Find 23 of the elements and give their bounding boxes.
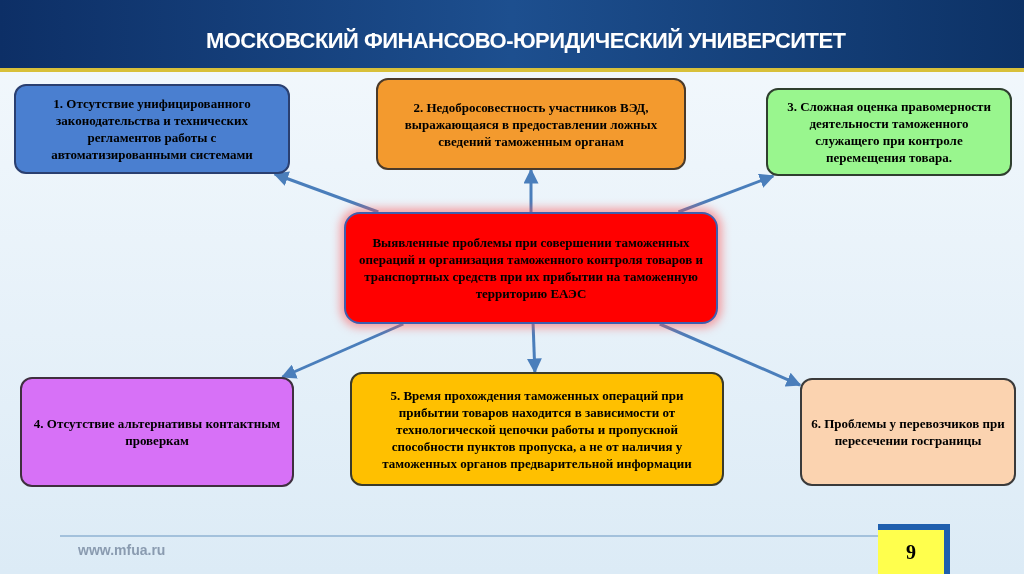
arrow [281, 322, 404, 379]
problem-box [800, 378, 1016, 486]
arrow [677, 173, 775, 214]
header-title: МОСКОВСКИЙ ФИНАНСОВО-ЮРИДИЧЕСКИЙ УНИВЕРСИТЕТ [206, 27, 846, 55]
arrow [659, 322, 802, 387]
footer-url: www.mfua.ru [78, 541, 166, 560]
box-text: 2. Недобросовестность участников ВЭД, выражающаяся в предоставлении ложных сведений таможенным органам [403, 98, 659, 150]
box-text: 5. Время прохождения таможенных операций при прибытии товаров находится в зависимости от технологической цепочки работы и пропускной способности пунктов пропуска, а не от наличия у таможенных органов предварительной информации [381, 386, 693, 472]
arrow [523, 168, 539, 212]
arrow [526, 323, 542, 374]
problem-box [376, 78, 686, 170]
problem-box [766, 88, 1012, 176]
box-text: Выявленные проблемы при совершении таможенных операций и организация таможенного контроля товаров и транспортных средств при их прибытии на таможенную территорию ЕАЭС [358, 234, 704, 302]
central-problem-box [344, 212, 718, 324]
arrow [273, 171, 379, 214]
problem-box [350, 372, 724, 486]
page-number: 9 [878, 524, 950, 574]
problem-box [14, 84, 290, 174]
problem-box [20, 377, 294, 487]
box-text: 4. Отсутствие альтернативы контактным проверкам [32, 415, 282, 449]
box-text: 1. Отсутствие унифицированного законодательства и технических регламентов работы с автоматизированными системами [50, 95, 254, 163]
box-text: 3. Сложная оценка правомерности деятельности таможенного служащего при контроле перемещения товара. [786, 98, 992, 166]
box-text: 6. Проблемы у перевозчиков при пересечении госграницы [810, 415, 1006, 449]
